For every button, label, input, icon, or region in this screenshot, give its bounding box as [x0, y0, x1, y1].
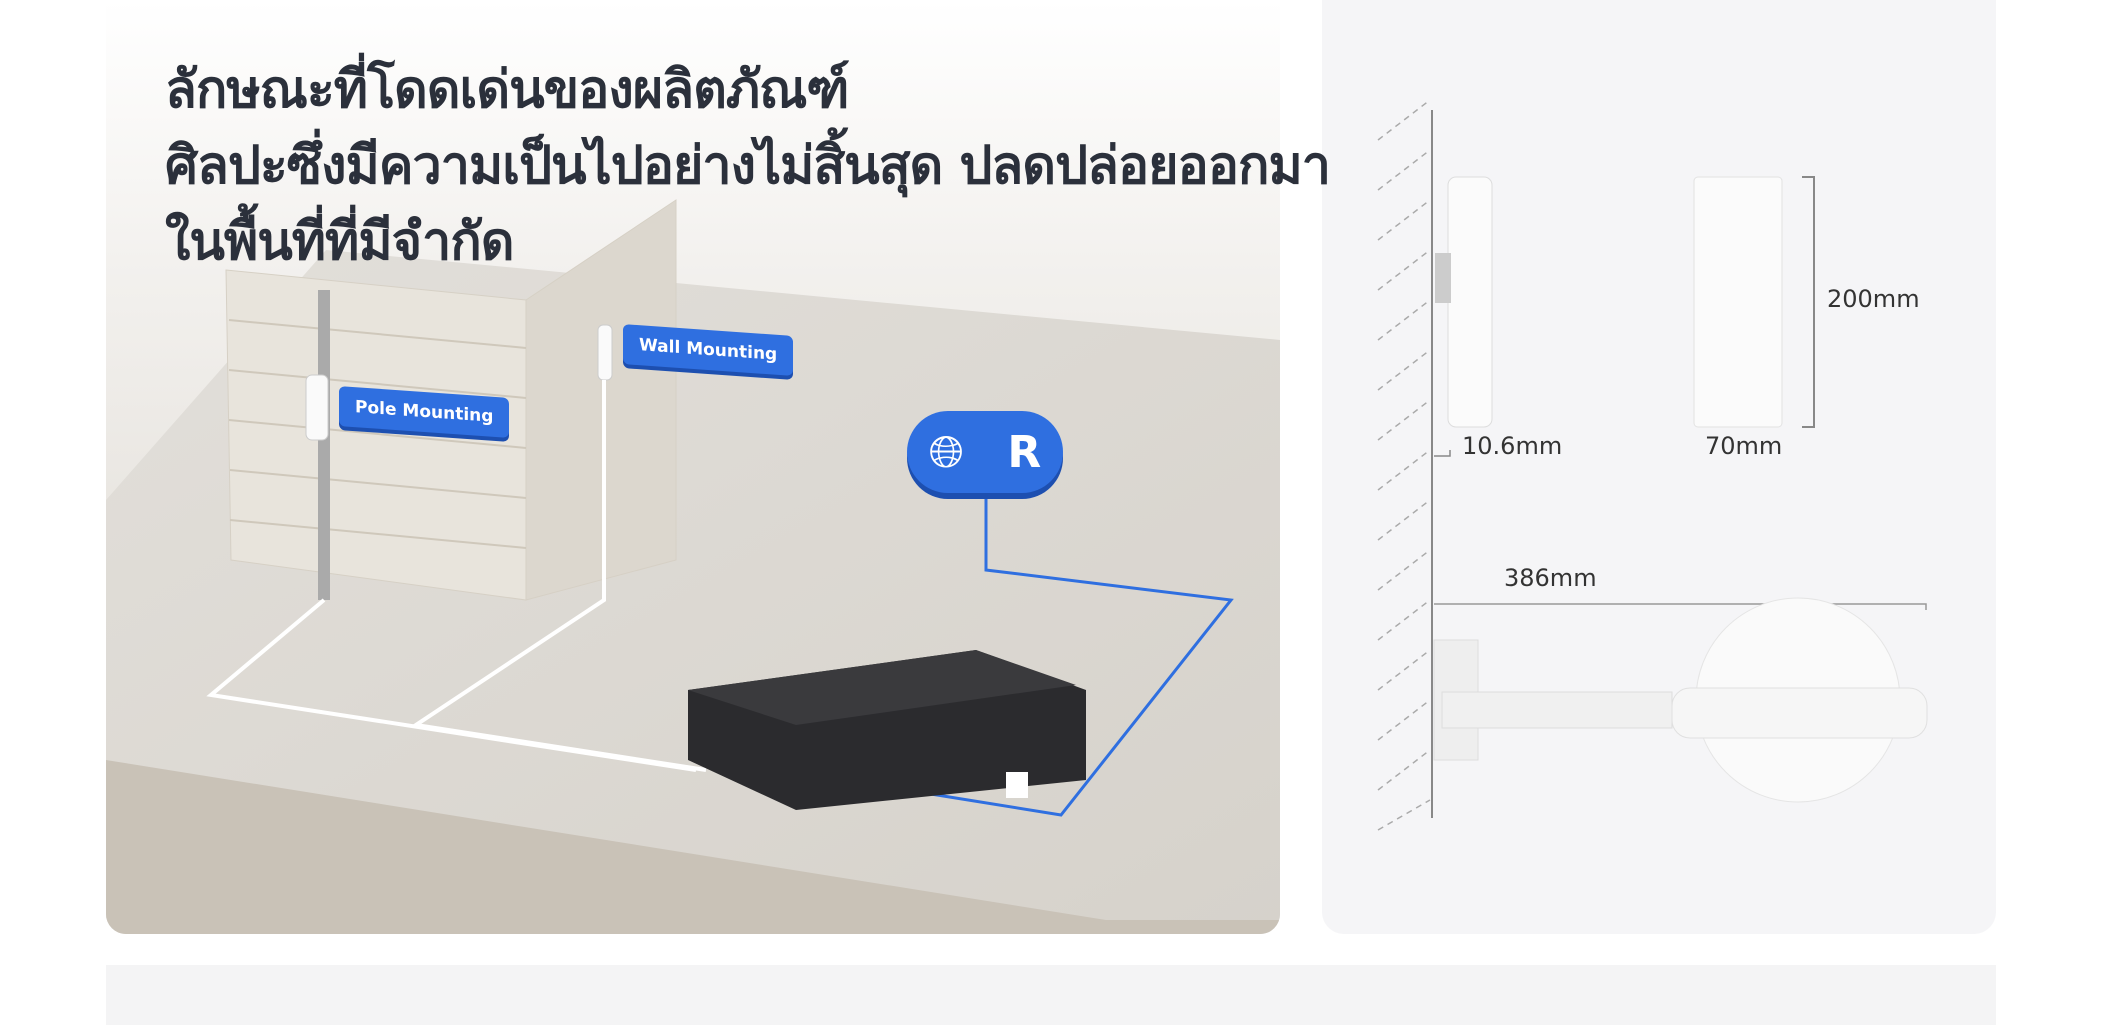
next-section-panel: [106, 965, 1996, 1025]
ap-front-view: [1693, 176, 1783, 428]
page-title: ลักษณะที่โดดเด่นของผลิตภัณฑ์ ศิลปะซึ่งมี…: [165, 52, 1331, 280]
title-line: ลักษณะที่โดดเด่นของผลิตภัณฑ์: [165, 60, 850, 120]
title-line: ในพื้นที่ที่มีจำกัด: [165, 212, 515, 272]
width-dimension: 70mm: [1705, 432, 1783, 460]
height-dimension: 200mm: [1827, 285, 1920, 313]
dimension-drawing: [1377, 99, 1928, 831]
bracket-length-dimension: 386mm: [1504, 564, 1597, 592]
cloud-r-icon: R: [1007, 426, 1042, 478]
installation-scene-image: Pole Mounting Wall Mounting 🌐︎ R: [106, 0, 1280, 934]
globe-icon: 🌐︎: [928, 426, 964, 478]
ap-side-view: [1447, 176, 1493, 428]
title-line: ศิลปะซึ่งมีความเป็นไปอย่างไม่สิ้นสุด ปลด…: [165, 136, 1331, 196]
dimensions-panel: 10.6mm 70mm 200mm 386mm: [1322, 0, 1996, 934]
depth-dimension: 10.6mm: [1462, 432, 1563, 460]
cloud-badge: 🌐︎ R: [907, 411, 1063, 493]
pole: [318, 290, 330, 600]
